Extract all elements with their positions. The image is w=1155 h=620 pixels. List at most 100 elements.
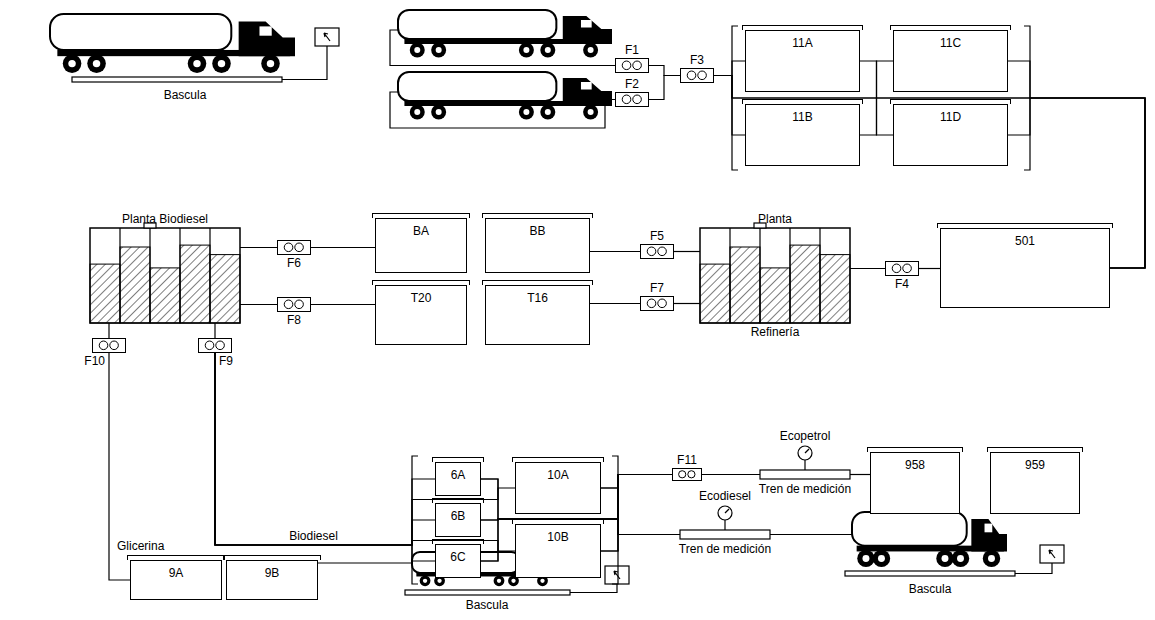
- gauge-stem: [724, 520, 725, 530]
- plant-divider: [209, 228, 210, 323]
- node-label: F7: [650, 281, 664, 295]
- node-label: BB: [529, 224, 545, 238]
- scale-display: [1040, 545, 1064, 563]
- node-label: F3: [690, 53, 704, 67]
- node-label: Ecopetrol: [780, 429, 831, 443]
- meter-rotor: [679, 471, 686, 478]
- flow-meter: F6: [277, 240, 311, 255]
- gauge-needle: [805, 449, 809, 453]
- truck-wheel: [873, 550, 890, 567]
- metering-symbol: [760, 470, 850, 479]
- plant-symbol: [700, 228, 850, 323]
- node-label: 6C: [450, 550, 465, 564]
- process-plant: PlantaRefinería: [700, 228, 850, 323]
- line-label: Glicerina: [115, 539, 166, 553]
- node-label: 11A: [792, 36, 812, 50]
- plant-divider: [789, 228, 790, 323]
- flow-meter-symbol: [199, 339, 231, 352]
- node-label: 10A: [547, 468, 568, 482]
- pipe-line: [714, 76, 745, 136]
- gauge-stem: [804, 460, 805, 470]
- plant-symbol: [90, 228, 240, 323]
- pipe-line: [590, 303, 640, 304]
- node-label: T16: [527, 291, 548, 305]
- pipe-line: [601, 488, 680, 535]
- meter-pipe: [680, 530, 770, 539]
- node-label: F6: [287, 256, 301, 270]
- truck-wheel: [519, 43, 534, 58]
- pipe-line: [601, 475, 672, 489]
- truck-wheel: [188, 54, 207, 73]
- storage-tank: 501: [940, 228, 1110, 308]
- storage-tank: 9A: [130, 560, 222, 600]
- pipe-line: [108, 323, 109, 338]
- plant-divider: [179, 228, 180, 323]
- wheel-hub: [878, 555, 885, 562]
- pressure-gauge: [798, 446, 812, 460]
- wheel-hub: [862, 555, 869, 562]
- pipe-line: [674, 303, 700, 304]
- pipe-line: [919, 268, 940, 269]
- truck-wheel: [952, 550, 969, 567]
- scale-wire: [570, 584, 617, 593]
- meter-rotor: [687, 71, 696, 80]
- hatched-level: [790, 245, 820, 323]
- wheel-hub: [414, 47, 420, 53]
- pipe-line: [601, 475, 672, 552]
- scale-wire: [282, 46, 327, 80]
- hatched-level: [760, 268, 790, 323]
- wheel-hub: [545, 47, 551, 53]
- truck-cab: [239, 21, 295, 56]
- display-needle: [324, 33, 330, 41]
- meter-rotor: [633, 61, 642, 70]
- pipe-line: [215, 353, 515, 551]
- plant-divider: [149, 228, 150, 323]
- storage-tank: BA: [375, 218, 467, 273]
- plant-divider: [759, 228, 760, 323]
- truck-wheel: [410, 105, 425, 120]
- meter-rotor: [903, 264, 912, 273]
- truck-line: [390, 92, 615, 128]
- truck-window: [581, 20, 592, 28]
- meter-rotor: [647, 247, 656, 256]
- plant-outline: [700, 228, 850, 323]
- truck-wheel: [936, 550, 953, 567]
- flow-meter: F1: [615, 58, 649, 73]
- truck-wheel: [63, 54, 82, 73]
- scale-wire: [1015, 563, 1052, 574]
- flow-meter-symbol: [616, 93, 648, 106]
- node-label: 6B: [451, 509, 466, 523]
- flow-meter-symbol: [681, 69, 713, 82]
- plant-divider: [819, 228, 820, 323]
- tanker-truck: [50, 14, 295, 73]
- truck-window: [259, 26, 271, 35]
- wheel-hub: [437, 579, 441, 583]
- storage-tank: T16: [485, 285, 590, 345]
- wheel-hub: [523, 109, 529, 115]
- flow-meter-symbol: [278, 241, 310, 254]
- pipe-line: [702, 474, 760, 475]
- truck-line: [390, 30, 615, 66]
- gauge-needle: [725, 509, 729, 513]
- flow-meter: F11: [672, 468, 702, 481]
- node-label: 959: [1025, 458, 1045, 472]
- flow-meter-symbol: [641, 297, 673, 310]
- truck-wheel: [261, 54, 280, 73]
- truck-wheel: [583, 43, 598, 58]
- storage-tank: 11A: [745, 30, 860, 92]
- tanker-truck: [852, 512, 1007, 567]
- truck-wheel: [519, 105, 534, 120]
- pipe-line: [215, 353, 435, 545]
- node-label: F8: [287, 313, 301, 327]
- pipe-line: [649, 76, 680, 100]
- storage-tank: 6C: [435, 544, 481, 578]
- meter-rotor: [216, 341, 225, 350]
- flow-meter-symbol: [616, 59, 648, 72]
- node-label: F1: [625, 43, 639, 57]
- flow-meter: F4: [885, 261, 919, 276]
- wheel-hub: [545, 109, 551, 115]
- scale-label: Bascula: [464, 598, 511, 612]
- scale-label: Bascula: [162, 88, 209, 102]
- node-label: 6A: [451, 468, 466, 482]
